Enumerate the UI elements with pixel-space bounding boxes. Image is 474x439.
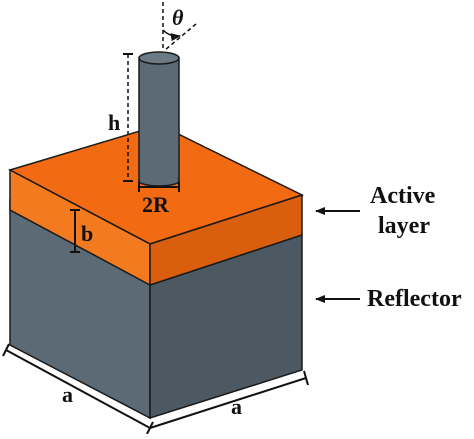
active-layer-label-line2: layer (378, 213, 430, 239)
rod-bottom-cover (140, 170, 178, 181)
h-label: h (108, 110, 120, 135)
active-layer-side-face (149, 193, 303, 287)
a-left-dimension-line (5, 349, 151, 429)
a-right-label: a (231, 394, 242, 419)
rod-top-face (138, 51, 180, 65)
diameter-label: 2R (142, 192, 170, 217)
a-right-end-tick (303, 370, 309, 386)
a-left-label: a (62, 382, 73, 407)
a-right-dimension-line (149, 377, 307, 429)
active-layer-label-line1: Active (370, 183, 436, 209)
a-left-start-tick (2, 343, 10, 357)
rod-body (138, 57, 180, 182)
theta-label: θ (172, 5, 184, 30)
b-label: b (81, 221, 93, 246)
theta-arc (162, 29, 181, 42)
reflector-label: Reflector (367, 286, 462, 312)
